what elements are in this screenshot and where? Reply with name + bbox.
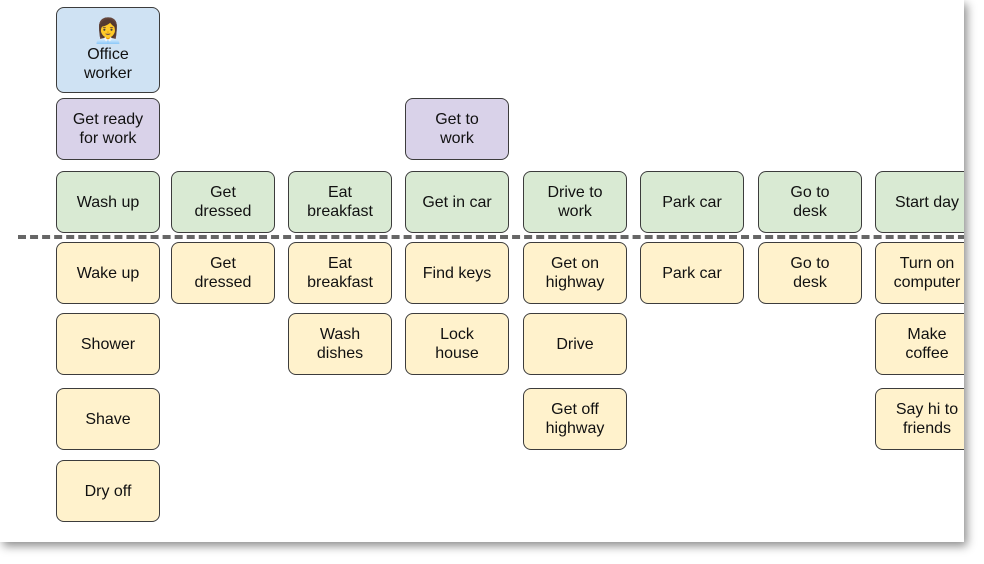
detail-card-dry-off[interactable]: Dry off xyxy=(56,460,160,522)
detail-card-wash-dishes[interactable]: Wash dishes xyxy=(288,313,392,375)
step-card-park-car[interactable]: Park car xyxy=(640,171,744,233)
detail-card-shave[interactable]: Shave xyxy=(56,388,160,450)
office-worker-icon: 👩‍💼 xyxy=(93,17,123,45)
step-card-get-in-car[interactable]: Get in car xyxy=(405,171,509,233)
detail-card-lock-house[interactable]: Lock house xyxy=(405,313,509,375)
step-card-drive-to-work[interactable]: Drive to work xyxy=(523,171,627,233)
detail-card-get-off-highway[interactable]: Get off highway xyxy=(523,388,627,450)
activity-card-get-ready[interactable]: Get ready for work xyxy=(56,98,160,160)
detail-card-get-on-highway[interactable]: Get on highway xyxy=(523,242,627,304)
story-map-canvas: 👩‍💼 Office worker Get ready for work Get… xyxy=(18,7,964,522)
detail-card-shower[interactable]: Shower xyxy=(56,313,160,375)
detail-card-get-dressed[interactable]: Get dressed xyxy=(171,242,275,304)
detail-card-find-keys[interactable]: Find keys xyxy=(405,242,509,304)
detail-card-turn-on-computer[interactable]: Turn on computer xyxy=(875,242,964,304)
detail-card-wake-up[interactable]: Wake up xyxy=(56,242,160,304)
detail-card-eat-breakfast[interactable]: Eat breakfast xyxy=(288,242,392,304)
persona-label: Office worker xyxy=(83,46,132,82)
release-divider-line xyxy=(18,235,964,239)
step-card-go-to-desk[interactable]: Go to desk xyxy=(758,171,862,233)
activity-card-get-to-work[interactable]: Get to work xyxy=(405,98,509,160)
detail-card-say-hi-to-friends[interactable]: Say hi to friends xyxy=(875,388,964,450)
detail-card-make-coffee[interactable]: Make coffee xyxy=(875,313,964,375)
persona-card-office-worker[interactable]: 👩‍💼 Office worker xyxy=(56,7,160,93)
step-card-eat-breakfast[interactable]: Eat breakfast xyxy=(288,171,392,233)
step-card-wash-up[interactable]: Wash up xyxy=(56,171,160,233)
detail-card-park-car[interactable]: Park car xyxy=(640,242,744,304)
step-card-get-dressed[interactable]: Get dressed xyxy=(171,171,275,233)
detail-card-drive[interactable]: Drive xyxy=(523,313,627,375)
step-card-start-day[interactable]: Start day xyxy=(875,171,964,233)
detail-card-go-to-desk[interactable]: Go to desk xyxy=(758,242,862,304)
